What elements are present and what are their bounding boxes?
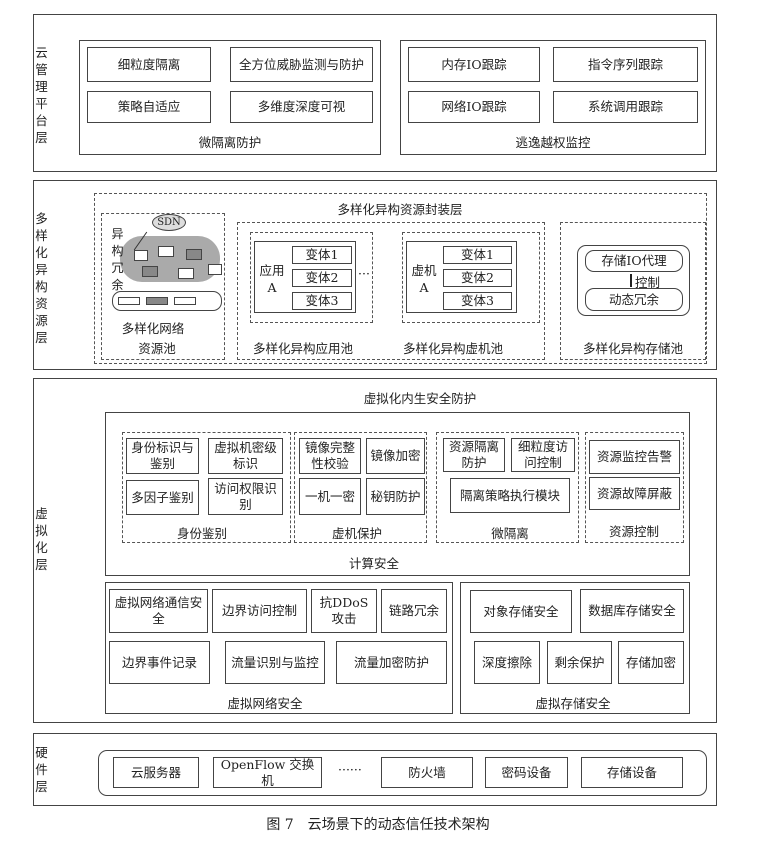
redundancy-label: 异构冗余 — [111, 227, 124, 292]
compute-title: 计算安全 — [348, 556, 400, 571]
box-access-rights: 访问权限识别 — [208, 478, 283, 515]
network-pool — [101, 213, 225, 360]
vm-protect-title: 虚机保护 — [331, 526, 383, 541]
vm-protect-group — [294, 432, 427, 543]
box-cloud-server: 云服务器 — [113, 757, 199, 788]
storage-io-proxy: 存储IO代理 — [585, 250, 683, 272]
box-vnet-comm: 虚拟网络通信安全 — [109, 589, 208, 633]
box-resource-alarm: 资源监控告警 — [589, 440, 680, 474]
encapsulation-title: 多样化异构资源封装层 — [337, 202, 463, 217]
escape-monitor-title: 逃逸越权监控 — [515, 135, 591, 150]
vm-variant-3: 变体3 — [443, 292, 512, 310]
box-residual-protect: 剩余保护 — [547, 641, 612, 684]
resource-control-group — [585, 432, 684, 543]
box-boundary-log: 边界事件记录 — [109, 641, 210, 684]
node — [174, 297, 196, 305]
box-deep-visibility: 多维度深度可视 — [230, 91, 373, 123]
app-vm-pool — [237, 222, 545, 360]
figure-caption: 图 7 云场景下的动态信任技术架构 — [266, 817, 490, 833]
box-instr-seq: 指令序列跟踪 — [553, 47, 698, 82]
encapsulation-layer — [94, 193, 707, 364]
arrow-icon — [630, 274, 632, 287]
box-net-io: 网络IO跟踪 — [408, 91, 540, 123]
vstorage-title: 虚拟存储安全 — [535, 696, 611, 711]
box-crypto-device: 密码设备 — [485, 757, 568, 788]
micro-isolation-title: 微隔离防护 — [198, 135, 262, 150]
vm-name: 虚机A — [411, 263, 437, 295]
app-variant-1: 变体1 — [292, 246, 352, 264]
box-link-redundancy: 链路冗余 — [381, 589, 447, 633]
node — [178, 268, 194, 279]
storage-pool — [560, 222, 706, 360]
app-pool-title: 多样化异构应用池 — [252, 341, 354, 356]
box-mem-io: 内存IO跟踪 — [408, 47, 540, 82]
box-storage-device: 存储设备 — [581, 757, 683, 788]
micro-title: 微隔离 — [491, 526, 529, 541]
box-policy-adaptive: 策略自适应 — [87, 91, 211, 123]
sdn-bubble: SDN — [152, 214, 186, 231]
node — [142, 266, 158, 277]
vm-pool-title: 多样化异构虚机池 — [402, 341, 504, 356]
box-threat-monitor: 全方位威胁监测与防护 — [230, 47, 373, 82]
control-label: 控制 — [635, 275, 661, 290]
identity-title: 身份鉴别 — [176, 526, 228, 541]
resource-layer-label: 多样化异构资源层 — [35, 211, 48, 345]
virt-layer-label: 虚拟化层 — [35, 506, 48, 572]
box-one-key: 一机一密 — [299, 478, 361, 515]
vm-variant-2: 变体2 — [443, 269, 512, 287]
box-fault-mask: 资源故障屏蔽 — [589, 477, 680, 510]
box-isolation-policy: 隔离策略执行模块 — [450, 478, 570, 513]
app-group — [250, 232, 373, 323]
virt-title: 虚拟化内生安全防护 — [363, 391, 477, 406]
app-variant-3: 变体3 — [292, 292, 352, 310]
vm-group — [402, 232, 540, 323]
cloud-layer-label: 云管理平台层 — [35, 45, 48, 145]
box-boundary-access: 边界访问控制 — [212, 589, 307, 633]
box-fine-isolation: 细粒度隔离 — [87, 47, 211, 82]
network-pool-label-1: 多样化网络 — [121, 321, 185, 336]
box-fine-access: 细粒度访问控制 — [511, 438, 575, 472]
box-deep-erase: 深度擦除 — [474, 641, 540, 684]
box-object-storage: 对象存储安全 — [470, 590, 572, 633]
app-name: 应用A — [259, 263, 285, 295]
node — [134, 250, 148, 261]
box-openflow-switch: OpenFlow 交换机 — [213, 757, 322, 788]
hardware-layer-label: 硬件层 — [35, 745, 48, 794]
node — [208, 264, 222, 275]
vnet-title: 虚拟网络安全 — [227, 696, 303, 711]
node — [118, 297, 140, 305]
box-traffic-encrypt: 流量加密防护 — [336, 641, 447, 684]
dynamic-redundancy: 动态冗余 — [585, 288, 683, 311]
app-variant-2: 变体2 — [292, 269, 352, 287]
box-image-integrity: 镜像完整性校验 — [299, 438, 361, 474]
box-db-storage: 数据库存储安全 — [580, 589, 684, 633]
micro-group — [436, 432, 579, 543]
ellipsis: ··· — [358, 266, 370, 281]
box-vm-secret-level: 虚拟机密级标识 — [208, 438, 283, 474]
box-storage-encrypt: 存储加密 — [618, 641, 684, 684]
box-mfa: 多因子鉴别 — [126, 480, 199, 515]
box-anti-ddos: 抗DDoS攻击 — [311, 589, 377, 633]
box-identity-auth: 身份标识与鉴别 — [126, 438, 199, 474]
box-key-protect: 秘钥防护 — [366, 478, 425, 515]
box-traffic-monitor: 流量识别与监控 — [225, 641, 325, 684]
vm-variant-1: 变体1 — [443, 246, 512, 264]
box-syscall: 系统调用跟踪 — [553, 91, 698, 123]
node — [158, 246, 174, 257]
resource-control-title: 资源控制 — [608, 524, 660, 539]
node — [146, 297, 168, 305]
storage-pool-title: 多样化异构存储池 — [582, 341, 684, 356]
hardware-ellipsis: ······ — [338, 762, 362, 777]
box-resource-isolation: 资源隔离防护 — [443, 438, 505, 472]
identity-group — [122, 432, 291, 543]
network-pool-label-2: 资源池 — [138, 341, 176, 356]
node — [186, 249, 202, 260]
box-firewall: 防火墙 — [381, 757, 473, 788]
box-image-encrypt: 镜像加密 — [366, 438, 425, 474]
